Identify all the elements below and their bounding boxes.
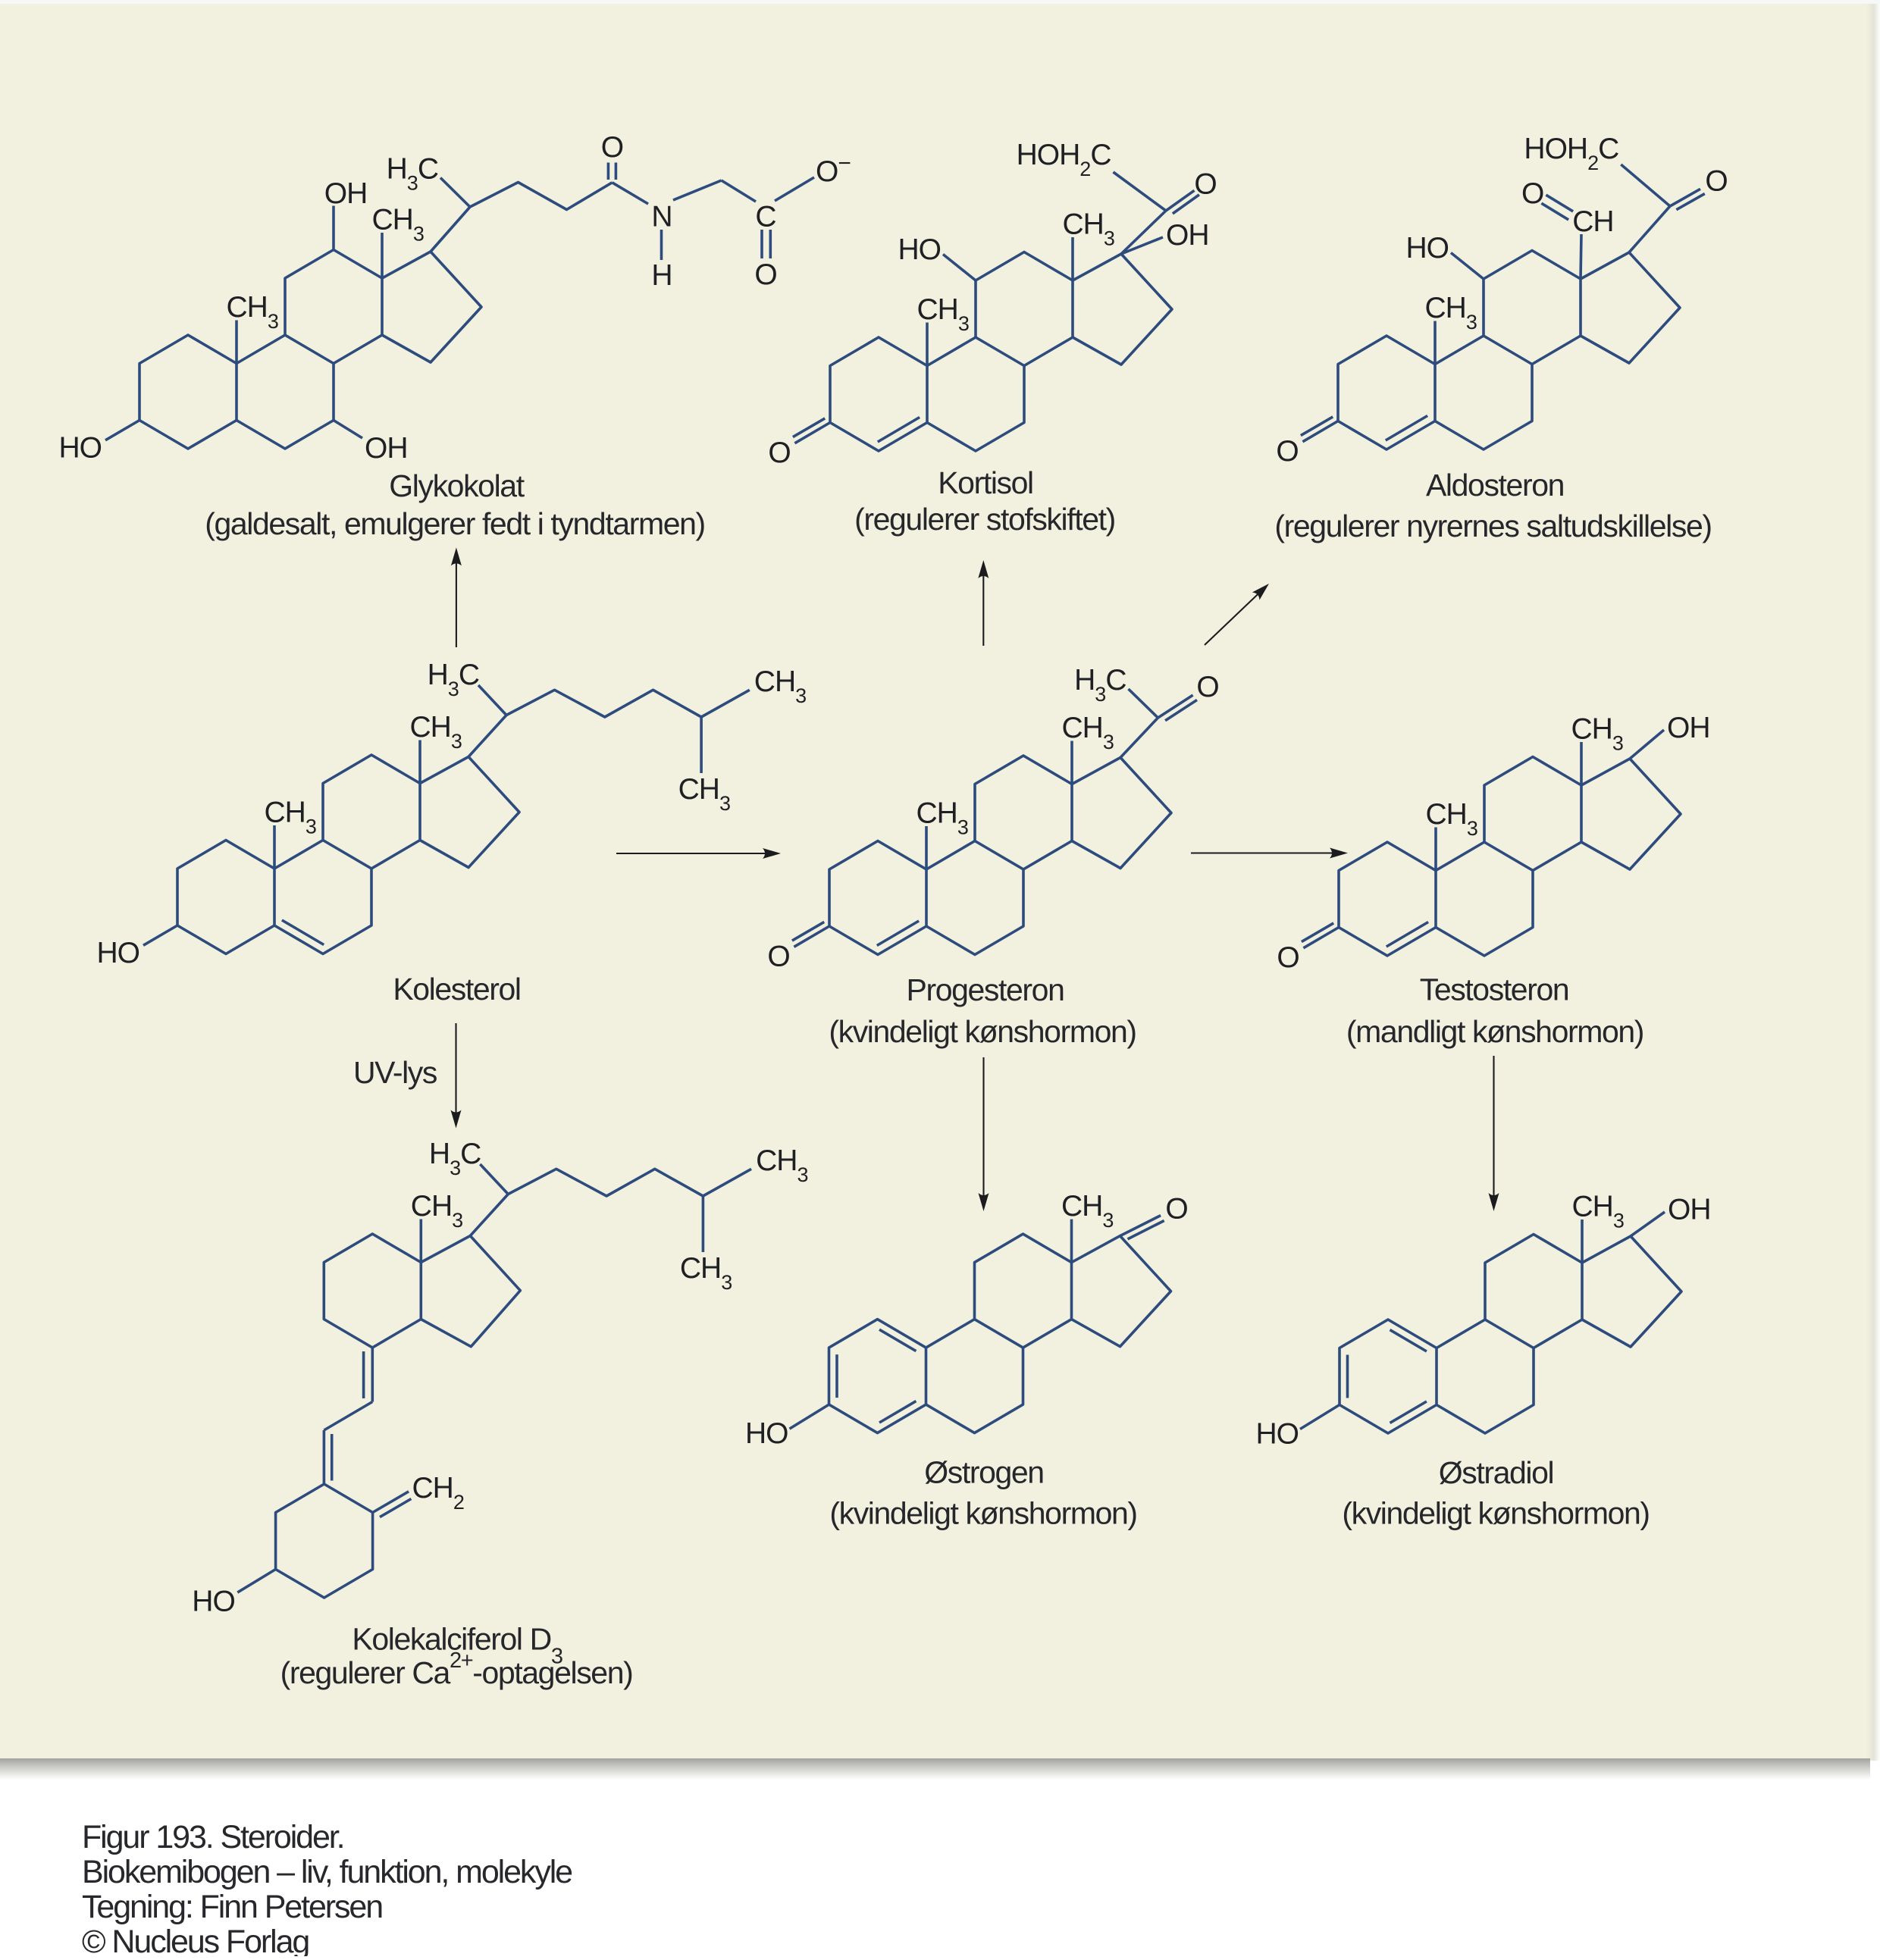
svg-text:O: O — [1276, 435, 1298, 468]
svg-text:O: O — [1705, 164, 1727, 197]
svg-text:(kvindeligt kønshormon): (kvindeligt kønshormon) — [829, 1496, 1136, 1531]
svg-text:O: O — [1277, 941, 1299, 974]
svg-text:Glykokolat: Glykokolat — [389, 468, 525, 503]
svg-text:O−: O− — [816, 151, 851, 188]
svg-text:© Nucleus Forlag: © Nucleus Forlag — [82, 1924, 309, 1956]
svg-text:OH: OH — [1166, 219, 1209, 252]
svg-text:HO: HO — [59, 431, 102, 464]
svg-text:HO: HO — [192, 1585, 235, 1617]
svg-text:O: O — [601, 131, 623, 164]
svg-text:Aldosteron: Aldosteron — [1426, 468, 1564, 503]
svg-text:HO: HO — [97, 937, 140, 969]
svg-text:Østradiol: Østradiol — [1439, 1455, 1553, 1490]
svg-text:(regulerer stofskiftet): (regulerer stofskiftet) — [854, 502, 1115, 537]
svg-text:OH: OH — [1667, 712, 1710, 744]
svg-text:OH: OH — [365, 432, 408, 465]
svg-text:(kvindeligt kønshormon): (kvindeligt kønshormon) — [829, 1014, 1136, 1049]
svg-text:UV-lys: UV-lys — [353, 1055, 437, 1090]
svg-text:C: C — [755, 200, 776, 233]
svg-text:Tegning: Finn Petersen: Tegning: Finn Petersen — [82, 1889, 382, 1925]
svg-text:O: O — [1194, 168, 1216, 200]
svg-text:HO: HO — [745, 1417, 788, 1450]
svg-text:(mandligt kønshormon): (mandligt kønshormon) — [1346, 1014, 1643, 1049]
svg-text:OH: OH — [324, 177, 368, 210]
svg-text:H: H — [651, 259, 672, 292]
svg-text:Kolesterol: Kolesterol — [393, 972, 520, 1007]
svg-text:O: O — [1196, 671, 1218, 703]
svg-text:O: O — [754, 258, 776, 291]
svg-text:HO: HO — [898, 233, 942, 266]
svg-text:O: O — [768, 437, 790, 469]
svg-text:Progesteron: Progesteron — [907, 972, 1064, 1007]
svg-text:O: O — [1165, 1192, 1187, 1225]
svg-text:Testosteron: Testosteron — [1420, 972, 1569, 1007]
svg-text:Østrogen: Østrogen — [924, 1455, 1043, 1490]
svg-text:HO: HO — [1256, 1418, 1299, 1451]
svg-text:O: O — [1521, 177, 1543, 210]
svg-text:OH: OH — [1668, 1194, 1711, 1226]
svg-text:(galdesalt, emulgerer fedt i t: (galdesalt, emulgerer fedt i tyndtarmen) — [205, 506, 705, 541]
svg-text:N: N — [651, 200, 672, 233]
svg-text:(kvindeligt kønshormon): (kvindeligt kønshormon) — [1342, 1496, 1649, 1531]
svg-text:Kortisol: Kortisol — [938, 465, 1033, 500]
svg-text:Biokemibogen – liv, funktion,: Biokemibogen – liv, funktion, molekyle — [82, 1854, 572, 1890]
svg-text:Figur 193. Steroider.: Figur 193. Steroider. — [82, 1819, 344, 1855]
svg-text:O: O — [767, 940, 789, 972]
svg-text:HO: HO — [1406, 232, 1449, 265]
svg-text:CH: CH — [1572, 205, 1613, 238]
svg-text:(regulerer Ca2+-optagelsen): (regulerer Ca2+-optagelsen) — [280, 1648, 633, 1690]
svg-text:(regulerer nyrernes saltudskil: (regulerer nyrernes saltudskillelse) — [1274, 509, 1711, 543]
